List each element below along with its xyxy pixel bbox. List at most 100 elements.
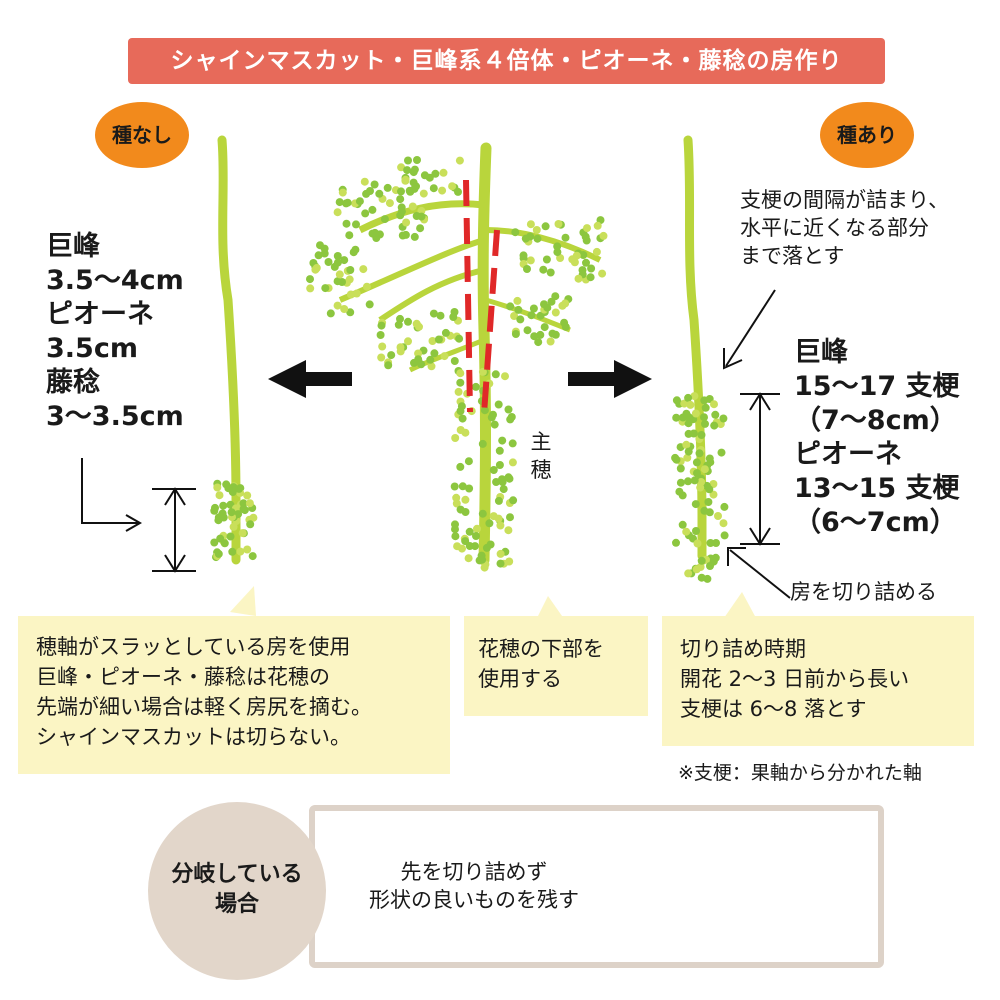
berry-dot (506, 415, 515, 424)
berry-dot (697, 556, 706, 565)
berry-dot (536, 330, 545, 339)
berry-dot (498, 436, 507, 445)
berry-dot (499, 485, 508, 494)
trim-cluster-note: 房を切り詰める (790, 580, 937, 604)
berry-dot (427, 362, 436, 371)
berry-dot (705, 508, 714, 517)
berry-dot (530, 332, 539, 341)
berry-dot (693, 469, 701, 478)
berry-dot (456, 426, 465, 434)
berry-dot (417, 212, 426, 221)
berry-dot (214, 516, 223, 525)
berry-dot (486, 540, 495, 549)
berry-dot (504, 405, 513, 414)
berry-dot (306, 284, 315, 293)
berry-dot (453, 542, 462, 551)
berry-dot (526, 256, 535, 265)
seeded-note-line: 切り詰め時期 (680, 637, 806, 661)
berry-dot (561, 322, 570, 331)
seeded-count-line: 巨峰 (794, 337, 848, 368)
berry-dot (451, 532, 460, 541)
berry-dot (412, 319, 421, 328)
branched-case-text: 先を切り詰めず 形状の良いものを残す (344, 858, 604, 914)
berry-dot (509, 496, 518, 505)
berry-dot (226, 532, 235, 541)
berry-dot (410, 165, 419, 174)
seeded-tag: 種あり (820, 102, 914, 168)
berry-dot (333, 258, 342, 267)
berry-dot (672, 538, 680, 547)
berry-dot (574, 274, 583, 283)
seedless-length-line: 藤稔 (46, 367, 100, 398)
berry-dot (450, 482, 459, 491)
berry-dot (248, 552, 257, 561)
berry-dot (491, 370, 500, 379)
berry-dot (403, 166, 412, 175)
left-cluster-illustration (210, 135, 258, 565)
berry-dot (243, 545, 252, 554)
berry-dot (352, 289, 361, 298)
berry-dot (426, 355, 435, 364)
berry-dot (523, 326, 532, 335)
berry-dot (410, 232, 419, 241)
berry-dot (472, 532, 480, 540)
center-cluster-illustration (306, 142, 608, 572)
cut-line-right (481, 229, 500, 415)
berry-dot (438, 186, 447, 195)
berry-dot (678, 520, 687, 529)
berry-dot (553, 248, 562, 257)
berry-dot (314, 251, 323, 260)
berry-dot (333, 208, 342, 217)
seeded-top-note-line: 水平に近くなる部分 (740, 216, 929, 240)
berry-dot (461, 495, 470, 504)
berry-dot (452, 493, 461, 502)
berry-dot (586, 273, 595, 282)
berry-dot (496, 559, 505, 568)
berry-dot (239, 505, 248, 513)
berry-dot (228, 547, 237, 556)
berry-dot (490, 420, 499, 429)
berry-dot (213, 483, 222, 492)
berry-dot (495, 461, 504, 469)
berry-dot (429, 309, 438, 318)
berry-dot (705, 454, 714, 463)
berry-dot (375, 189, 384, 198)
berry-dot (414, 349, 423, 358)
berry-dot (246, 520, 255, 529)
berry-dot (534, 338, 543, 347)
berry-dot (581, 232, 590, 241)
berry-dot (682, 440, 691, 449)
seeded-count-list: 巨峰 15〜17 支梗 （7〜8cm） ピオーネ 13〜15 支梗 （6〜7cm… (794, 336, 960, 540)
berry-dot (692, 458, 701, 467)
seeded-note-line: 支梗は 6〜8 落とす (680, 697, 867, 721)
berry-dot (456, 462, 465, 471)
berry-dot (451, 525, 459, 534)
berry-dot (440, 352, 449, 361)
berry-dot (511, 330, 520, 338)
berry-dot (383, 183, 392, 192)
arrow-left-icon (268, 360, 352, 398)
branched-case-text-line: 先を切り詰めず (400, 860, 548, 884)
berry-dot (691, 500, 700, 509)
berry-dot (684, 447, 693, 456)
berry-dot (684, 569, 693, 578)
berry-dot (682, 409, 691, 418)
berry-dot (377, 353, 386, 362)
seedless-note-line: 巨峰・ピオーネ・藤稔は花穂の (36, 665, 330, 689)
berry-dot (333, 277, 342, 286)
left-bubble-tail (230, 586, 256, 616)
berry-dot (449, 313, 458, 321)
berry-dot (683, 453, 692, 462)
berry-dot (380, 215, 389, 224)
berry-dot (582, 258, 590, 267)
page-title: シャインマスカット・巨峰系４倍体・ピオーネ・藤稔の房作り (128, 38, 885, 84)
berry-dot (671, 453, 680, 462)
center-bubble-tail (538, 596, 562, 616)
berry-dot (494, 400, 503, 409)
berry-dot (516, 315, 525, 324)
seedless-length-line: 3〜3.5cm (46, 401, 184, 432)
berry-dot (690, 476, 699, 485)
berry-dot (478, 439, 487, 448)
berry-dot (222, 480, 231, 489)
berry-dot (368, 205, 377, 214)
